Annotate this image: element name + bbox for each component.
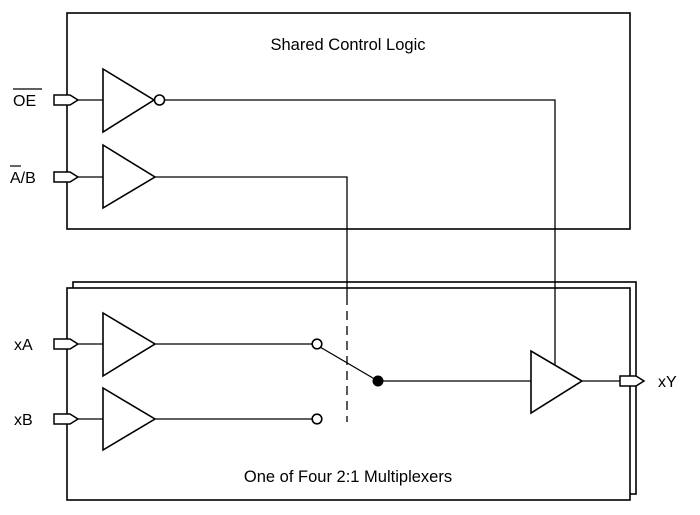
ab-select-wire xyxy=(155,176,348,296)
ab-pin-label-a: A xyxy=(10,170,21,187)
xy-pin xyxy=(619,375,646,387)
mux-block-title: One of Four 2:1 Multiplexers xyxy=(244,468,452,486)
ab-pin xyxy=(53,171,80,183)
xa-pin xyxy=(53,338,80,350)
switch-contact-xa xyxy=(311,338,323,350)
xb-pin-label: xB xyxy=(14,412,33,429)
xb-pin xyxy=(53,413,80,425)
oe-pin xyxy=(53,94,80,106)
ab-pin-label: A/B xyxy=(10,170,36,187)
oe-inversion-bubble xyxy=(153,94,166,106)
oe-pin-label: OE xyxy=(13,93,36,110)
ab-buffer xyxy=(102,143,157,210)
xa-buffer xyxy=(102,311,157,378)
switch-contact-xb xyxy=(311,413,323,425)
switch-arm xyxy=(319,346,379,382)
shared-control-logic-box xyxy=(66,12,631,230)
xa-pin-label: xA xyxy=(14,337,33,354)
shared-control-logic-title: Shared Control Logic xyxy=(270,36,425,54)
ab-pin-label-rest: /B xyxy=(21,170,36,187)
xb-buffer xyxy=(102,386,157,452)
output-tristate-buffer xyxy=(530,349,584,415)
xy-pin-label: xY xyxy=(658,374,677,391)
switch-common-node xyxy=(372,375,384,387)
oe-enable-wire xyxy=(165,99,556,366)
oe-inverting-buffer xyxy=(102,67,156,134)
